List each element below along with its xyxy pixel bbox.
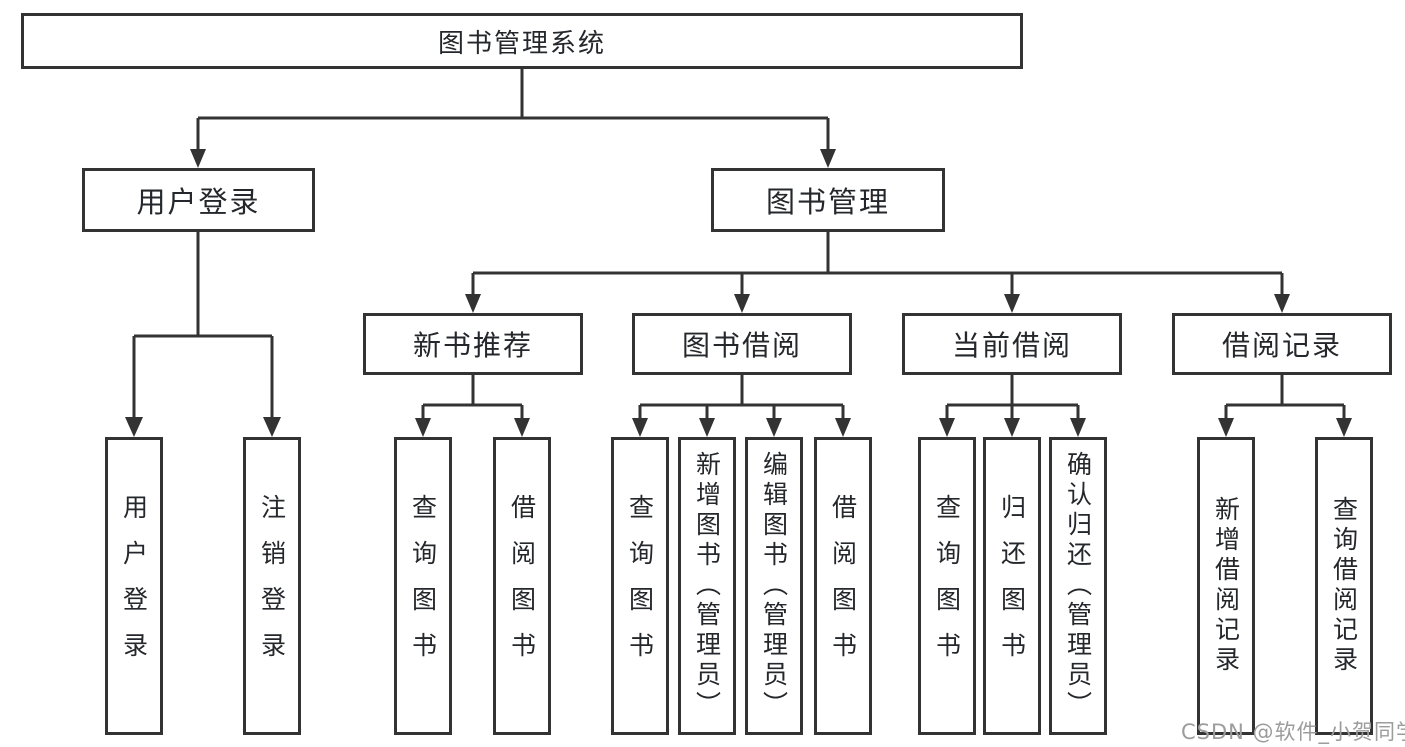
node-user-login-label: 用户登录 [136,185,261,219]
watermark: CSDN @软件_小贺同学 [1181,720,1405,744]
leaf-nbr-query-books: 查询图书 [394,437,452,735]
leaf-logout-label: 注销登录 [257,494,287,678]
arrowhead-icon [514,418,530,437]
arrowhead-icon [1336,418,1352,437]
leaf-br-add-record-label: 新增借阅记录 [1211,496,1241,676]
leaf-bb-borrow-books-label: 借阅图书 [828,494,858,678]
node-new-book-recommendation: 新书推荐 [363,313,583,375]
leaf-nbr-borrow-books-label: 借阅图书 [507,494,537,678]
leaf-bb-edit-books-admin: 编辑图书（管理员） [745,437,803,735]
arrowhead-icon [734,294,750,313]
connector-current-borrow-split [945,375,1080,420]
leaf-bb-add-books-admin-label: 新增图书（管理员） [692,451,722,721]
node-new-book-recommendation-label: 新书推荐 [412,329,533,362]
leaf-bb-borrow-books: 借阅图书 [814,437,872,735]
connector-root-split [196,69,830,151]
leaf-cb-confirm-return-admin-label: 确认归还（管理员） [1063,451,1093,721]
arrowhead-icon [190,149,206,168]
connector-new-book-split [421,375,524,420]
node-book-management: 图书管理 [711,168,945,232]
node-root-label: 图书管理系统 [437,28,606,59]
arrowhead-icon [699,418,715,437]
arrowhead-icon [465,294,481,313]
arrowhead-icon [939,418,955,437]
leaf-bb-query-books-label: 查询图书 [625,494,655,678]
leaf-nbr-query-books-label: 查询图书 [408,494,438,678]
arrowhead-icon [125,417,143,437]
leaf-cb-confirm-return-admin: 确认归还（管理员） [1049,437,1107,735]
leaf-bb-add-books-admin: 新增图书（管理员） [678,437,736,735]
leaf-bb-query-books: 查询图书 [611,437,669,735]
node-current-borrowing: 当前借阅 [902,313,1122,375]
arrowhead-icon [1070,418,1086,437]
leaf-nbr-borrow-books: 借阅图书 [493,437,551,735]
node-book-borrowing: 图书借阅 [632,313,852,375]
node-user-login: 用户登录 [82,168,315,232]
leaf-logout: 注销登录 [243,437,301,735]
arrowhead-icon [1274,294,1290,313]
node-borrowing-records-label: 借阅记录 [1221,329,1342,362]
leaf-br-query-record-label: 查询借阅记录 [1329,496,1359,676]
leaf-user-login-label: 用户登录 [119,494,149,678]
leaf-br-query-record: 查询借阅记录 [1315,437,1373,735]
arrowhead-icon [1004,418,1020,437]
leaf-br-add-record: 新增借阅记录 [1197,437,1255,735]
leaf-cb-return-books-label: 归还图书 [997,494,1027,678]
node-borrowing-records: 借阅记录 [1172,313,1392,375]
leaf-bb-edit-books-admin-label: 编辑图书（管理员） [759,451,789,721]
arrowhead-icon [835,418,851,437]
leaf-cb-query-books: 查询图书 [918,437,976,735]
arrowhead-icon [263,417,281,437]
connector-book-borrow-split [638,375,845,420]
connector-user-login-split [132,232,274,420]
node-root: 图书管理系统 [21,13,1023,69]
arrowhead-icon [1218,418,1234,437]
arrowhead-icon [1004,294,1020,313]
leaf-cb-return-books: 归还图书 [983,437,1041,735]
arrowhead-icon [415,418,431,437]
leaf-cb-query-books-label: 查询图书 [932,494,962,678]
node-book-management-label: 图书管理 [765,185,890,219]
connector-book-mgmt-split [471,232,1284,296]
connector-borrow-records-split [1224,375,1346,420]
arrowhead-icon [766,418,782,437]
arrowhead-icon [632,418,648,437]
node-book-borrowing-label: 图书借阅 [681,329,802,362]
leaf-user-login: 用户登录 [105,437,163,735]
arrowhead-icon [820,149,836,168]
node-current-borrowing-label: 当前借阅 [951,329,1072,362]
